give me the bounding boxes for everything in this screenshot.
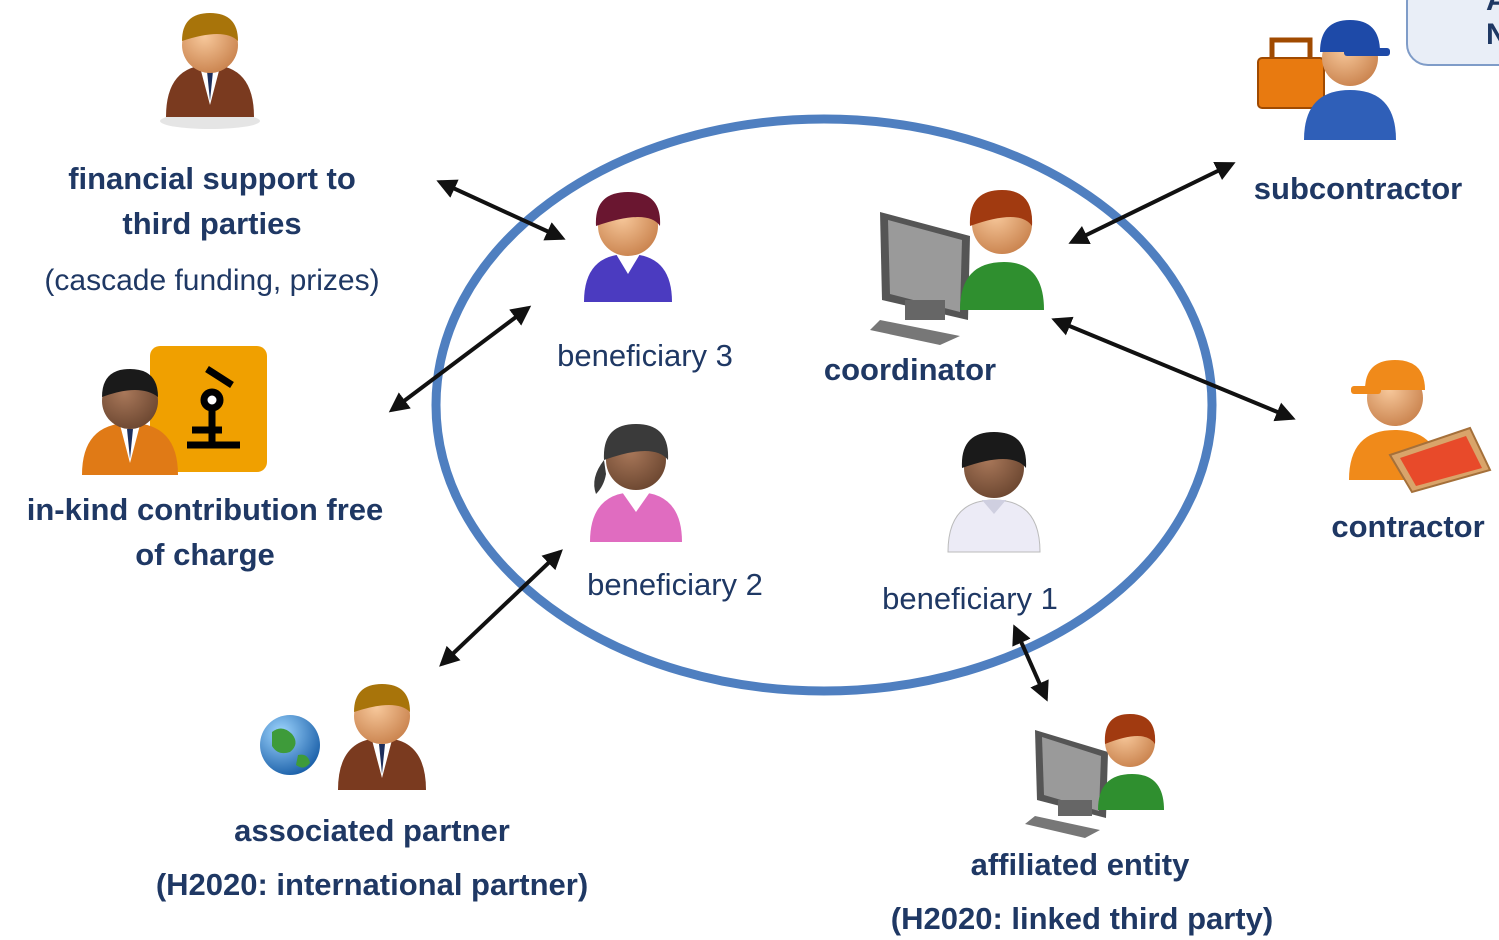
arrow-coordinator-contractor	[1051, 316, 1296, 422]
affiliated-entity-computer-icon	[1025, 714, 1164, 838]
arrow-beneficiary1-affiliated	[1012, 624, 1049, 702]
consortium-ring	[431, 114, 1217, 696]
affiliated-entity-label: affiliated entity	[970, 847, 1190, 882]
financial-support-subtitle: (cascade funding, prizes)	[44, 264, 380, 297]
arrow-coordinator-subcontractor	[1068, 162, 1236, 244]
coordinator-label: coordinator	[823, 352, 997, 387]
beneficiary-3-person-icon	[584, 192, 672, 302]
in-kind-line1: in-kind contribution free	[26, 492, 384, 527]
contractor-label: contractor	[1331, 509, 1485, 544]
in-kind-label: in-kind contribution free of charge	[5, 491, 405, 575]
financial-support-title: financial support to third parties	[12, 160, 412, 244]
arrow-associated-beneficiary2	[439, 549, 563, 667]
scientist-microscope-icon	[82, 346, 267, 475]
businessman-icon	[160, 13, 260, 129]
associated-partner-label: associated partner	[234, 813, 510, 848]
affiliated-entity-subtitle: (H2020: linked third party)	[890, 901, 1274, 936]
corner-callout-line2: N	[1486, 18, 1499, 51]
corner-callout-line1: A	[1486, 0, 1499, 17]
associated-partner-subtitle: (H2020: international partner)	[155, 867, 589, 902]
beneficiary-2-person-icon	[590, 424, 682, 542]
connector-arrows	[388, 162, 1296, 702]
globe-icon	[260, 715, 320, 775]
coordinator-computer-icon	[870, 190, 1044, 345]
beneficiary-2-label: beneficiary 2	[587, 567, 763, 602]
arrow-inkind-beneficiary3	[388, 305, 532, 413]
financial-support-line2: third parties	[122, 205, 302, 241]
corner-callout-box: A N	[1406, 0, 1499, 66]
beneficiary-1-person-icon	[947, 432, 1041, 553]
contractor-pizza-delivery-icon	[1349, 360, 1492, 494]
in-kind-line2: of charge	[135, 536, 275, 572]
financial-support-line1: financial support to	[68, 161, 356, 196]
associated-partner-person-icon	[338, 684, 426, 790]
subcontractor-label: subcontractor	[1253, 171, 1463, 206]
beneficiary-1-label: beneficiary 1	[882, 581, 1058, 616]
subcontractor-worker-icon	[1257, 20, 1396, 140]
beneficiary-3-label: beneficiary 3	[557, 338, 733, 373]
arrow-financial-beneficiary3	[436, 179, 566, 241]
